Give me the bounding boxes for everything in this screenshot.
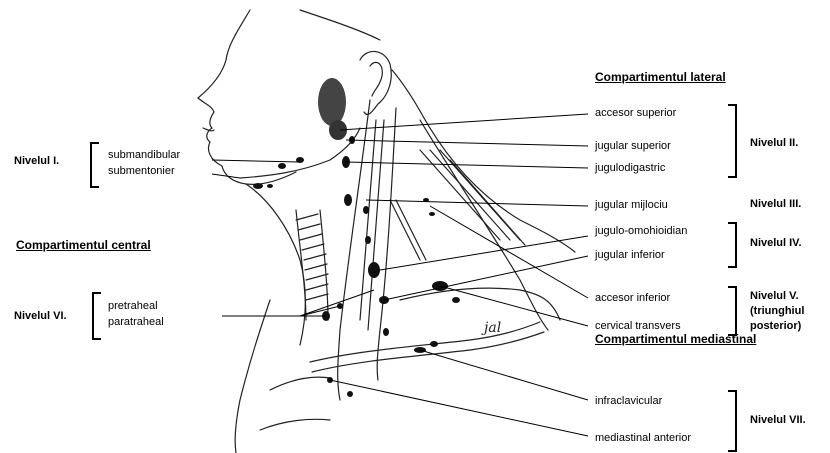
node-submentonier: submentonier	[108, 165, 175, 178]
level-vii-label: Nivelul VII.	[750, 414, 806, 427]
header-central: Compartimentul central	[16, 238, 151, 252]
node-cervical-transvers: cervical transvers	[595, 320, 681, 333]
signature-text: jal	[481, 320, 501, 336]
node-jugulo-omohioidian: jugulo-omohioidian	[595, 225, 687, 238]
bracket-level-i	[90, 142, 99, 188]
lymph-nodes	[253, 136, 460, 397]
node-jugular-superior: jugular superior	[595, 140, 671, 153]
leader-lines	[212, 114, 588, 436]
node-accesor-superior: accesor superior	[595, 107, 676, 120]
level-v-label-line3: posterior)	[750, 320, 801, 333]
level-iii-label: Nivelul III.	[750, 198, 801, 211]
node-submandibular: submandibular	[108, 149, 180, 162]
header-lateral: Compartimentul lateral	[595, 70, 726, 84]
node-accesor-inferior: accesor inferior	[595, 292, 670, 305]
ear	[360, 51, 391, 114]
level-v-label-line1: Nivelul V.	[750, 290, 799, 303]
bracket-level-iv	[728, 222, 737, 268]
bracket-level-vii	[728, 390, 737, 452]
node-pretraheal: pretraheal	[108, 300, 158, 313]
node-jugular-inferior: jugular inferior	[595, 249, 665, 262]
node-jugulodigastric: jugulodigastric	[595, 162, 665, 175]
parotid-gland	[318, 78, 346, 126]
level-i-label: Nivelul I.	[14, 155, 59, 168]
bracket-level-v	[728, 286, 737, 336]
bracket-level-ii	[728, 104, 737, 178]
face-profile	[198, 10, 296, 184]
level-ii-label: Nivelul II.	[750, 137, 798, 150]
node-mediastinal-anterior: mediastinal anterior	[595, 432, 691, 445]
level-iv-label: Nivelul IV.	[750, 237, 802, 250]
level-v-label-line2: (triunghiul	[750, 305, 804, 318]
level-vi-label: Nivelul VI.	[14, 310, 67, 323]
clavicle	[310, 322, 540, 362]
bracket-level-vi	[92, 292, 101, 340]
node-infraclavicular: infraclavicular	[595, 395, 662, 408]
node-paratraheal: paratraheal	[108, 316, 164, 329]
node-jugular-mijlociu: jugular mijlociu	[595, 199, 668, 212]
